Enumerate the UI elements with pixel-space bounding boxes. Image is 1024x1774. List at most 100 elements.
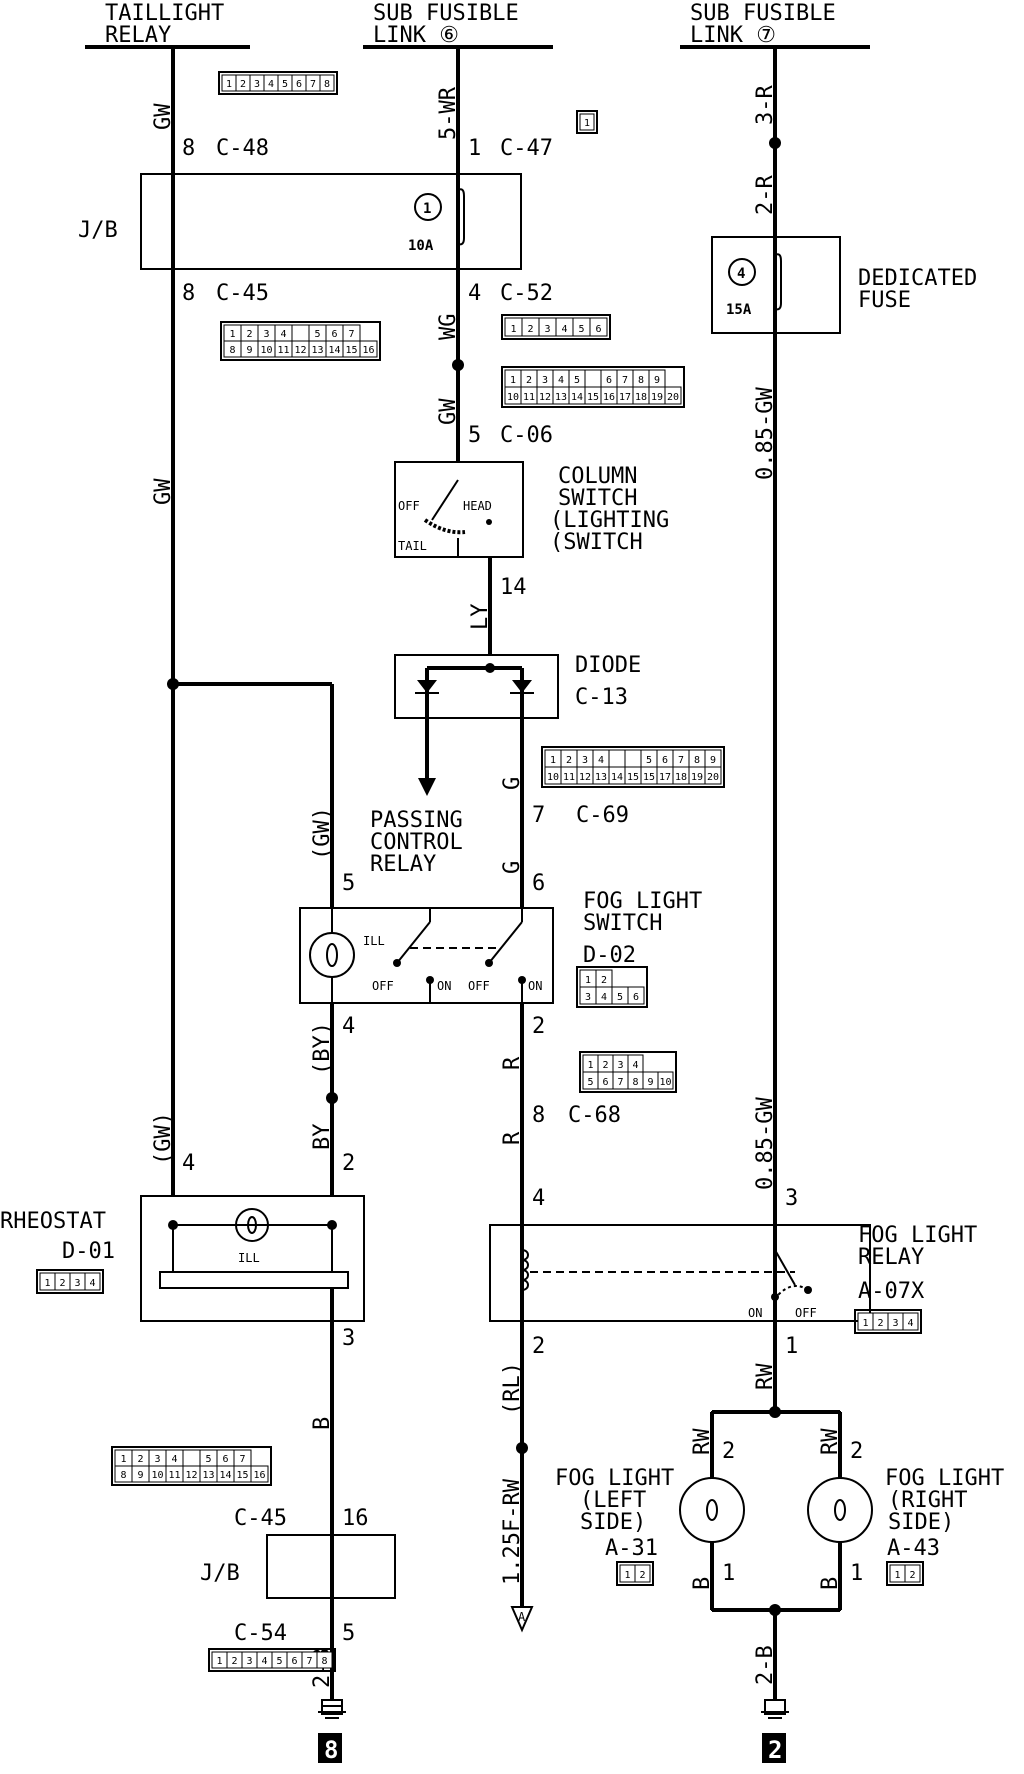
wire-label-gw-p: (GW) <box>310 807 335 860</box>
fog-switch-contact-1 <box>396 921 431 964</box>
pin-cell <box>319 74 335 92</box>
svg-text:COLUMN: COLUMN <box>558 464 637 489</box>
pin-number: 19 <box>651 392 663 403</box>
pin-number: 8 <box>229 345 235 356</box>
pin-number: 2 <box>246 329 252 340</box>
pin-number: 16 <box>253 1470 265 1481</box>
connector-c47-grid: 1 <box>576 110 598 134</box>
connector-label-c47: C-47 <box>500 136 553 161</box>
pin-number: 1 <box>550 755 556 766</box>
fuse-15a <box>774 253 782 311</box>
svg-text:1: 1 <box>468 136 481 161</box>
svg-text:5: 5 <box>468 423 481 448</box>
svg-text:14: 14 <box>500 575 527 600</box>
arrow-to-passing-relay <box>418 778 436 796</box>
pin-number: 6 <box>222 1454 228 1465</box>
pin-number: 6 <box>662 755 668 766</box>
pin-number: 4 <box>598 755 604 766</box>
svg-text:8: 8 <box>324 1736 338 1764</box>
fuse-number-circle <box>414 193 442 221</box>
pin-number: 1 <box>229 329 235 340</box>
pin-number: 5 <box>578 324 584 335</box>
svg-text:FOG LIGHT: FOG LIGHT <box>555 1466 674 1491</box>
diode-symbol-left <box>417 680 437 693</box>
pin-cell <box>902 1312 919 1331</box>
svg-text:OFF: OFF <box>398 499 420 513</box>
pin-number: 5 <box>574 375 580 386</box>
pin-number: 6 <box>331 329 337 340</box>
pin-number: 10 <box>151 1470 163 1481</box>
fuse-10a <box>457 188 465 246</box>
pin-number: 8 <box>324 79 330 90</box>
svg-text:ON: ON <box>528 979 542 993</box>
svg-text:8: 8 <box>182 136 195 161</box>
wire-label-gw: GW <box>151 103 176 130</box>
svg-text:2: 2 <box>532 1014 545 1039</box>
pin-number: 20 <box>667 392 679 403</box>
pin-number: 3 <box>617 1060 623 1071</box>
fog-light-switch-box <box>299 907 554 1004</box>
svg-text:A: A <box>518 1610 526 1624</box>
pin-number: 12 <box>185 1470 197 1481</box>
pin-number: 2 <box>59 1278 65 1289</box>
wire-label-5wr: 5-WR <box>436 86 461 140</box>
pin-number: 1 <box>120 1454 126 1465</box>
pin-number: 15 <box>627 772 639 783</box>
pin-number: 17 <box>659 772 671 783</box>
svg-text:16: 16 <box>342 1506 369 1531</box>
pin-cell <box>182 1449 201 1467</box>
wire-label-g: G <box>500 861 525 874</box>
pin-number: 13 <box>595 772 607 783</box>
svg-text:8: 8 <box>182 281 195 306</box>
pin-number: 5 <box>646 755 652 766</box>
svg-text:(LIGHTING: (LIGHTING <box>550 508 669 533</box>
svg-text:2: 2 <box>850 1439 863 1464</box>
svg-text:CONTROL: CONTROL <box>370 830 463 855</box>
pin-number: 13 <box>311 345 323 356</box>
pin-number: 11 <box>523 392 535 403</box>
pin-number: 9 <box>710 755 716 766</box>
rheostat-label: RHEOSTAT <box>0 1209 106 1234</box>
pin-number: 14 <box>611 772 623 783</box>
pin-number: 4 <box>907 1318 913 1329</box>
fog-light-left-icon <box>679 1477 745 1543</box>
pin-cell <box>634 1564 651 1583</box>
pin-number: 7 <box>310 79 316 90</box>
svg-text:LINK ⑦: LINK ⑦ <box>690 23 776 48</box>
relay-contact <box>774 1249 796 1286</box>
svg-text:ILL: ILL <box>363 934 385 948</box>
column-switch-label: COLUMN SWITCH (LIGHTING (SWITCH <box>550 464 669 555</box>
svg-text:TAIL: TAIL <box>398 539 427 553</box>
svg-text:1: 1 <box>423 201 431 217</box>
pin-cell <box>664 386 682 405</box>
passing-control-relay-label: PASSING CONTROL RELAY <box>370 808 463 877</box>
pin-number: 15 <box>643 772 655 783</box>
svg-text:SWITCH: SWITCH <box>583 911 662 936</box>
pin-number: 4 <box>601 992 607 1003</box>
pin-number: 3 <box>544 324 550 335</box>
pin-number: 6 <box>633 992 639 1003</box>
pin-number: 1 <box>585 975 591 986</box>
rheostat-resistor <box>159 1271 349 1289</box>
pin-number: 6 <box>595 324 601 335</box>
pin-number: 11 <box>277 345 289 356</box>
pin-cell <box>359 340 378 358</box>
pin-number: 6 <box>291 1656 297 1667</box>
pin-number: 10 <box>260 345 272 356</box>
pin-number: 6 <box>606 375 612 386</box>
connector-label-c06: C-06 <box>500 423 553 448</box>
wire-label-3r: 3-R <box>753 85 778 125</box>
pin-cell <box>627 986 645 1005</box>
wire-label-rw: RW <box>753 1363 778 1390</box>
svg-text:SIDE): SIDE) <box>580 1510 646 1535</box>
svg-text:D-01: D-01 <box>62 1239 115 1264</box>
pin-number: 6 <box>296 79 302 90</box>
pin-number: 8 <box>632 1077 638 1088</box>
svg-text:15A: 15A <box>726 302 752 318</box>
pin-number: 3 <box>585 992 591 1003</box>
